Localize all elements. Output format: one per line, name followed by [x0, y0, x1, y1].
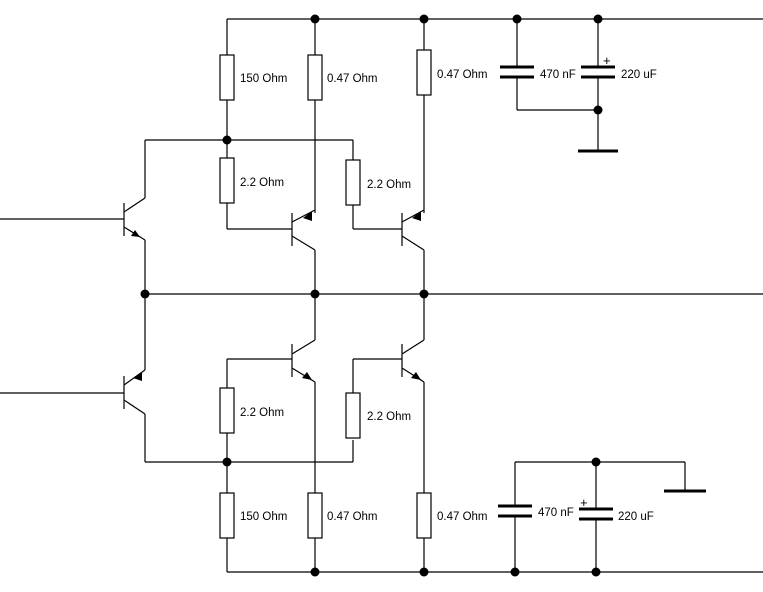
transistor-input-top	[0, 197, 146, 294]
junction-dot	[593, 105, 603, 115]
resistor-top-047ohm-a	[307, 19, 323, 213]
resistor-top-22ohm-a	[219, 157, 292, 230]
label-r-top-22b: 2.2 Ohm	[367, 179, 411, 191]
label-r-top-150: 150 Ohm	[240, 73, 287, 85]
bottom-bias-network	[145, 359, 354, 463]
junction-dots	[140, 14, 603, 577]
junction-dot	[310, 567, 320, 577]
transistor-output-top-b	[401, 209, 425, 294]
resistor-top-150ohm	[219, 19, 235, 158]
label-r-bot-22a: 2.2 Ohm	[240, 407, 284, 419]
label-c-top-470n: 470 nF	[540, 69, 576, 81]
junction-dot	[419, 14, 429, 24]
resistor-bottom-22ohm-b	[345, 392, 361, 439]
label-c-bot-220u: 220 uF	[618, 511, 654, 523]
junction-dot	[419, 289, 429, 299]
transistor-output-top-a	[291, 209, 316, 294]
resistor-bottom-047ohm-b	[416, 492, 432, 572]
capacitor-bottom-220uf	[579, 462, 613, 572]
label-r-bot-22b: 2.2 Ohm	[367, 411, 411, 423]
ground-bottom-icon	[664, 462, 706, 493]
resistor-bottom-22ohm-a	[219, 387, 235, 493]
junction-dot	[310, 289, 320, 299]
label-cap-plus-bot: +	[580, 495, 588, 510]
capacitor-top-470nf	[500, 19, 598, 111]
label-c-bot-470n: 470 nF	[538, 507, 574, 519]
transistor-input-bottom	[0, 294, 146, 462]
capacitor-top-220uf	[581, 19, 615, 151]
junction-dot	[310, 14, 320, 24]
junction-dot	[591, 457, 601, 467]
top-bias-network	[144, 139, 354, 198]
junction-dot	[510, 567, 520, 577]
capacitor-bottom-470nf	[498, 461, 685, 572]
junction-dot	[593, 14, 603, 24]
resistor-bottom-150ohm	[219, 492, 235, 572]
label-r-top-047a: 0.47 Ohm	[327, 73, 378, 85]
transistor-output-bottom-b	[353, 294, 425, 493]
label-c-top-220u: 220 uF	[621, 69, 657, 81]
label-r-bot-150: 150 Ohm	[240, 511, 287, 523]
label-r-bot-047a: 0.47 Ohm	[327, 511, 378, 523]
transistor-output-bottom-a	[227, 294, 316, 383]
label-r-bot-047b: 0.47 Ohm	[437, 511, 488, 523]
junction-dot	[222, 457, 232, 467]
label-cap-plus-top: +	[603, 53, 611, 68]
junction-dot	[512, 14, 522, 24]
junction-dot	[222, 135, 232, 145]
junction-dot	[591, 567, 601, 577]
resistor-top-047ohm-b	[416, 19, 432, 213]
label-r-top-22a: 2.2 Ohm	[240, 177, 284, 189]
junction-dot	[140, 289, 150, 299]
resistor-top-22ohm-b	[345, 159, 402, 230]
junction-dot	[419, 567, 429, 577]
label-r-top-047b: 0.47 Ohm	[437, 69, 488, 81]
resistor-bottom-047ohm-a	[307, 382, 323, 572]
